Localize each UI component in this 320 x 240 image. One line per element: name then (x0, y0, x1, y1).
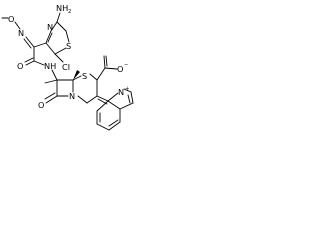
imidazolium-charge: + (125, 86, 129, 92)
ring-sulfur-label: S (82, 71, 87, 81)
atom-labels: NH 2 S N O N Cl O NH S O − N O N + (8, 3, 129, 110)
amide-oxygen-label: O (17, 61, 23, 71)
dihydrothiazine-ring (72, 55, 118, 104)
carboxylate-oxygen-label: O (117, 64, 123, 74)
thiazole-sulfur-label: S (66, 41, 71, 51)
chemical-structure: NH 2 S N O N Cl O NH S O − N O N + (1, 3, 134, 131)
oxime-nitrogen-label: N (18, 28, 24, 38)
amide-nh-label: NH (44, 61, 56, 71)
thiazole-nitrogen-label: N (47, 22, 53, 32)
side-chain (1, 17, 64, 66)
imidazolium-nitrogen-label: N (118, 87, 124, 97)
lactam-oxygen-label: O (38, 100, 44, 110)
amine-subscript: 2 (68, 9, 71, 15)
amine-label: NH (56, 3, 68, 13)
lactam-nitrogen-label: N (69, 91, 75, 101)
chlorine-label: Cl (62, 62, 70, 72)
imidazopyridinium-ring (96, 88, 134, 131)
carboxylate-charge: − (124, 62, 128, 68)
oxime-oxygen-label: O (8, 14, 14, 24)
beta-lactam-ring (44, 69, 80, 104)
thiazole-ring (45, 12, 70, 55)
